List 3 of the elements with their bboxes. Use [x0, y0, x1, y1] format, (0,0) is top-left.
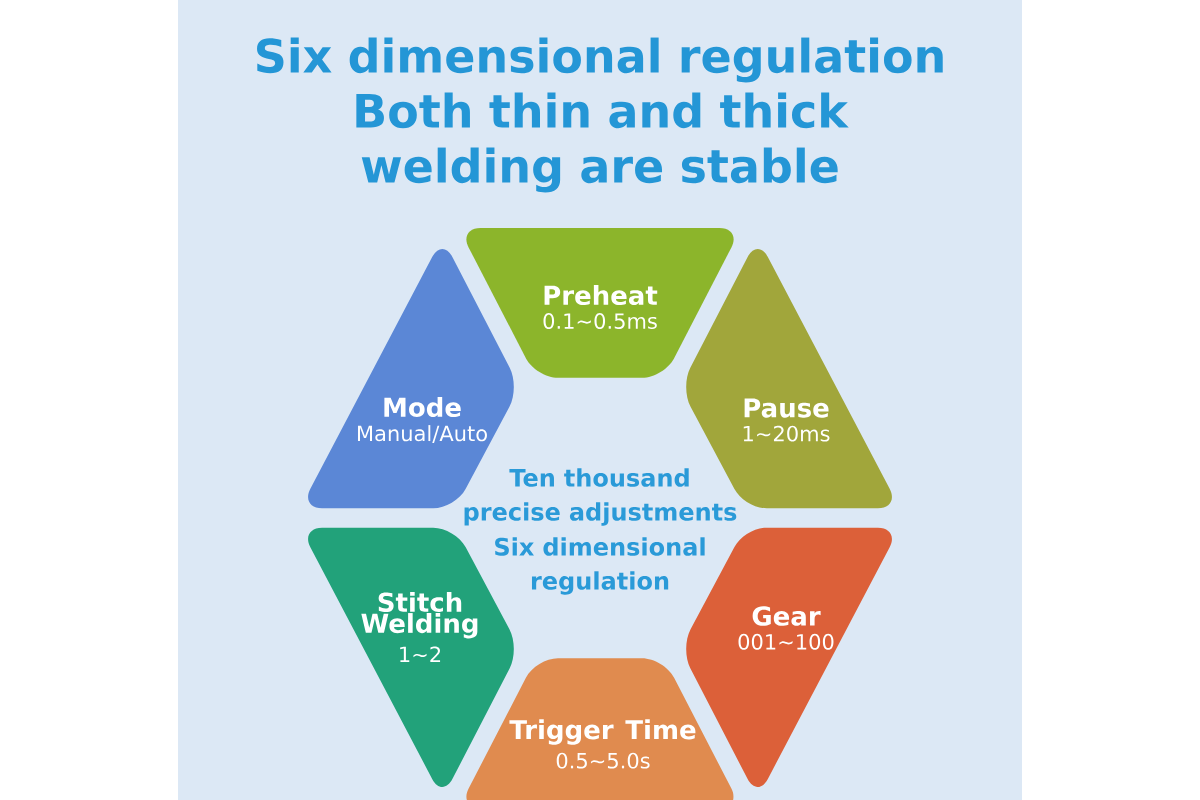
- title: Six dimensional regulation Both thin and thick welding are stable: [257, 37, 943, 193]
- hexagon-segment: Trigger Time 0.5~5.0s: [466, 658, 734, 800]
- hexagon-segment: Preheat 0.1~0.5ms: [466, 227, 734, 378]
